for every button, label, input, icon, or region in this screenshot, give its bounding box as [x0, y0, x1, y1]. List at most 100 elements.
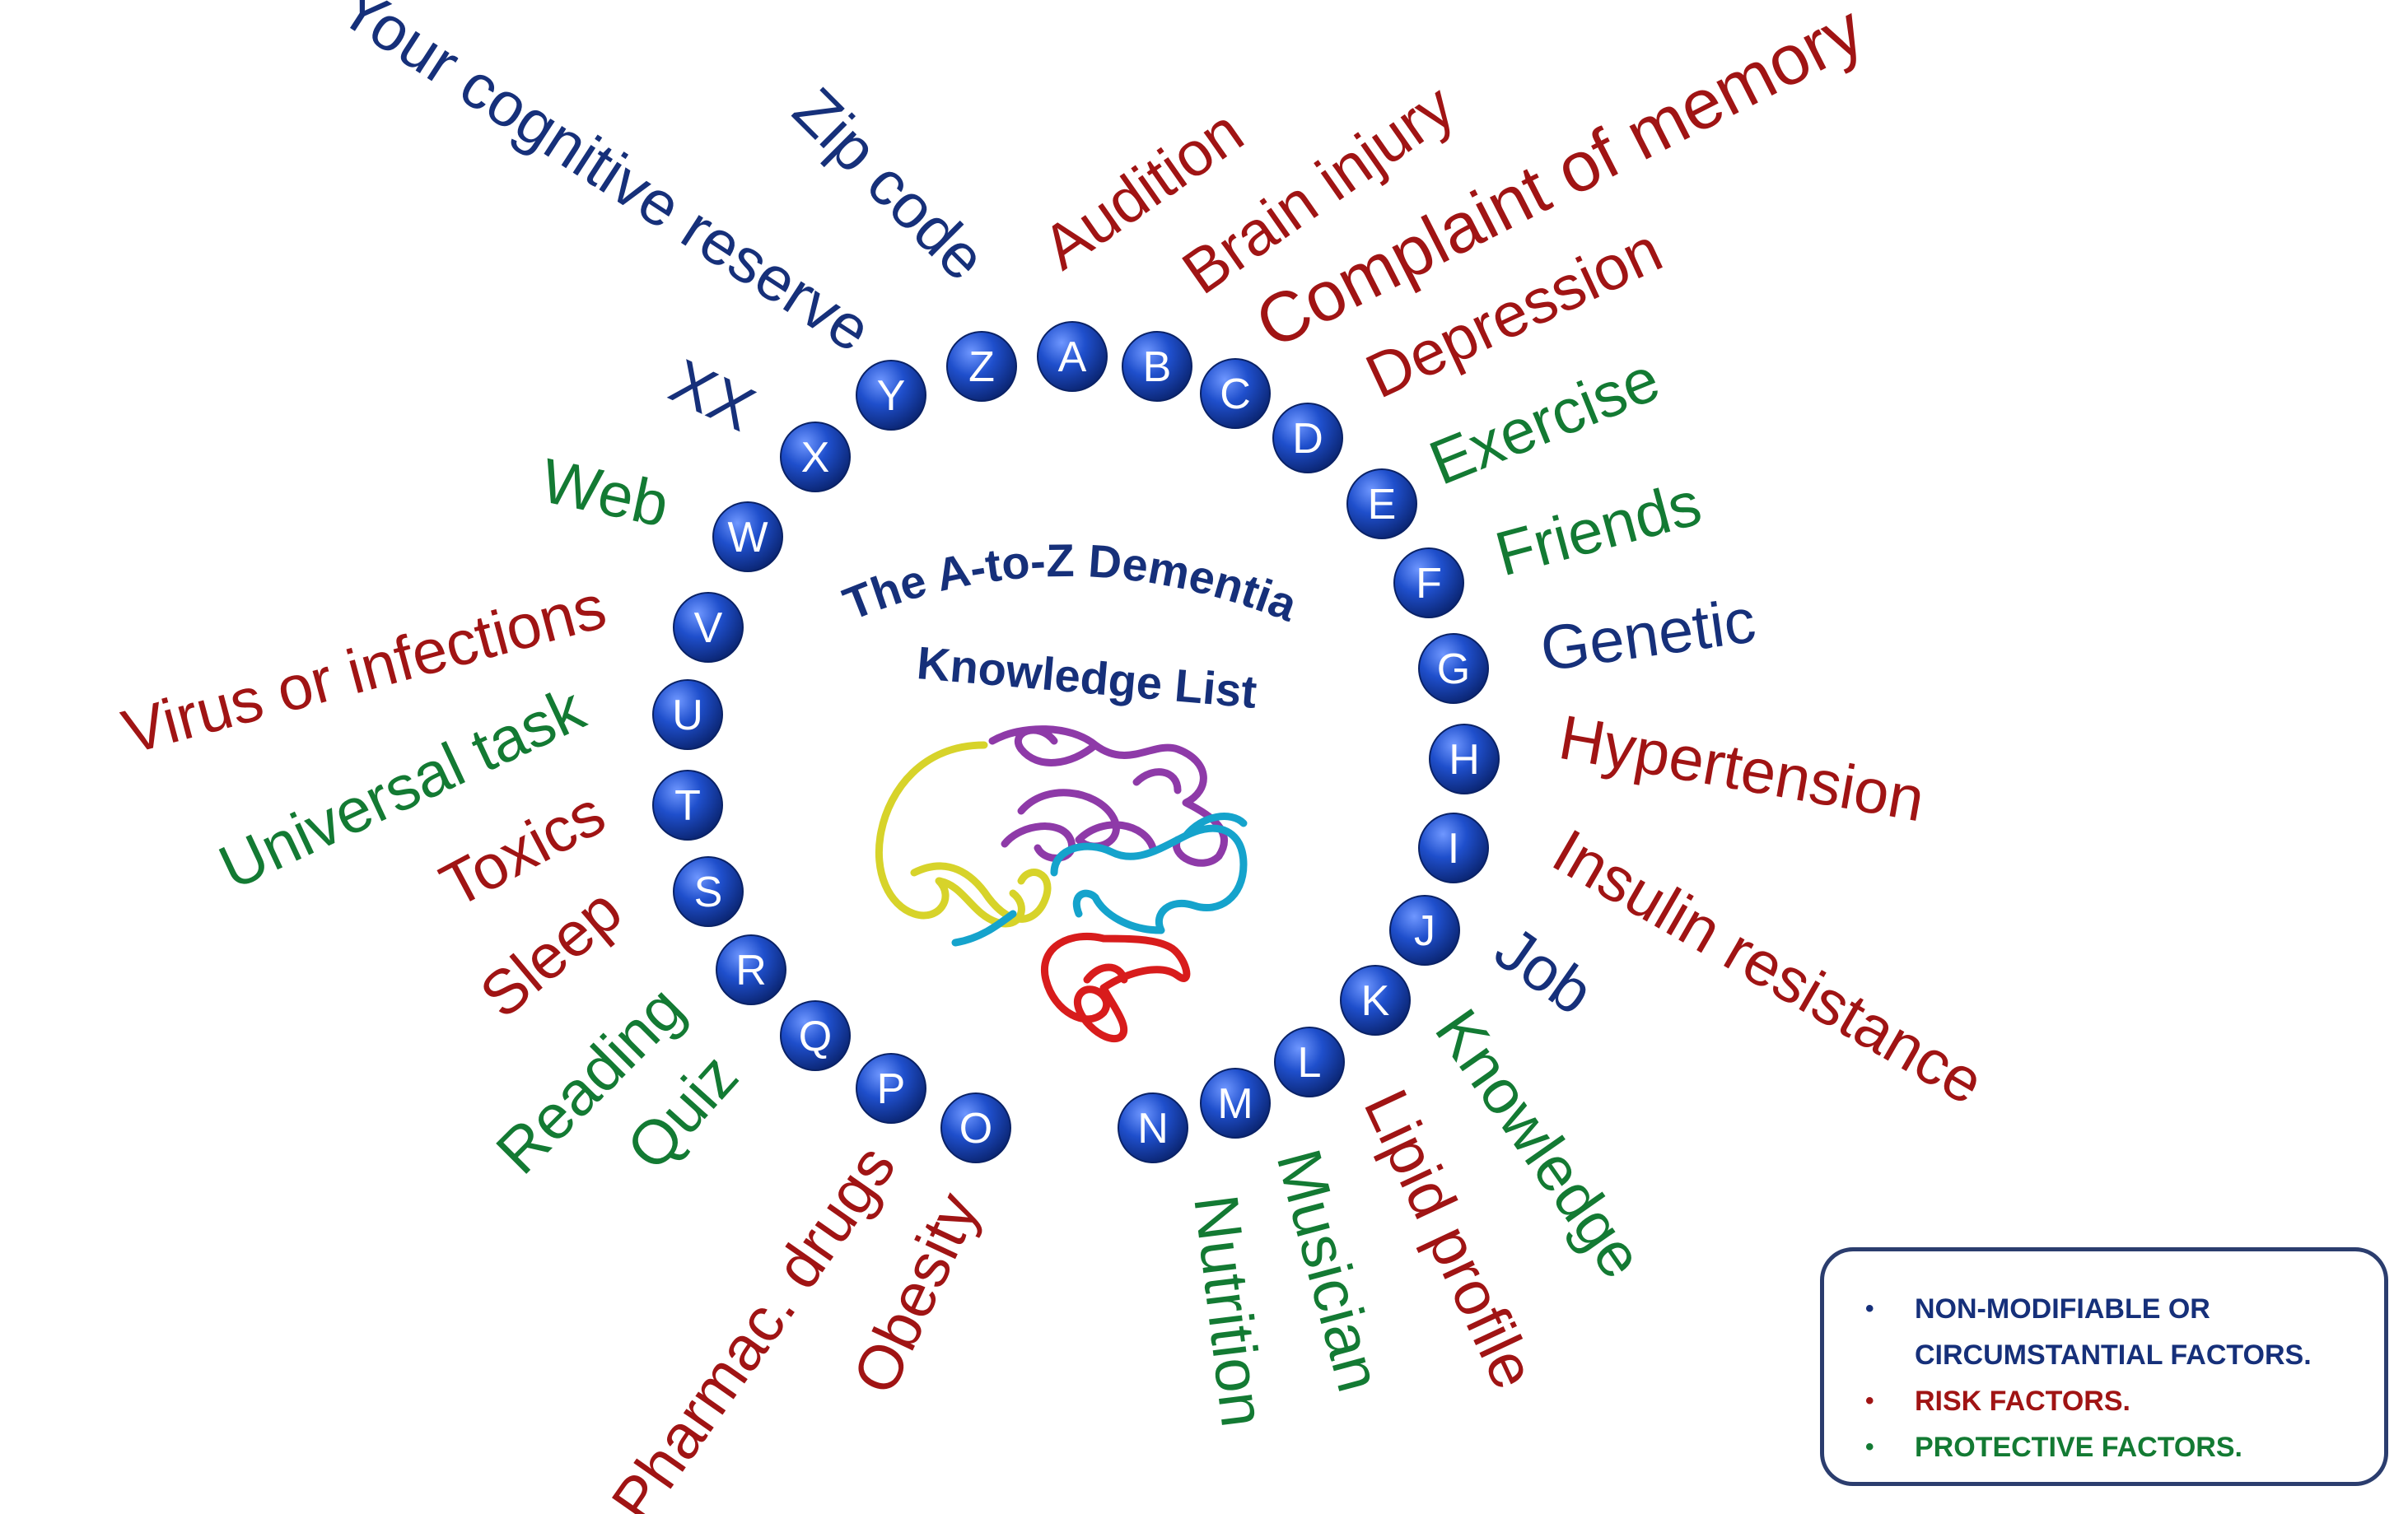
letter-bead-h: H	[1429, 724, 1500, 794]
bead-circle	[1418, 813, 1489, 883]
diagram-title-line1: The A-to-Z Dementia	[836, 534, 1304, 631]
brain-stroke	[1041, 932, 1191, 1043]
letter-bead-p: P	[856, 1053, 926, 1124]
bead-letter: E	[1368, 481, 1397, 529]
bead-circle	[940, 1092, 1011, 1163]
bead-letter: W	[727, 514, 768, 561]
brain-stroke	[1083, 963, 1128, 984]
letter-bead-x: X	[780, 422, 851, 492]
letter-bead-q: Q	[780, 1000, 851, 1071]
letter-bead-u: U	[652, 679, 723, 750]
bead-letter: C	[1220, 370, 1251, 418]
legend-item-protective: • PROTECTIVE FACTORS.	[1865, 1424, 2368, 1470]
factor-term-j: Job	[1482, 913, 1605, 1028]
letter-bead-d: D	[1272, 403, 1343, 473]
bead-circle	[1037, 321, 1108, 392]
factor-term-i: Insulin resistance	[1542, 816, 1995, 1118]
factor-term-m: Musician	[1263, 1142, 1395, 1399]
bead-letter: V	[694, 604, 723, 652]
bead-letter: T	[674, 782, 701, 830]
bead-circle	[712, 501, 783, 572]
letter-bead-t: T	[652, 770, 723, 841]
factor-term-w: Web	[535, 445, 674, 540]
legend-item-risk: • RISK FACTORS.	[1865, 1378, 2368, 1424]
brain-stroke	[875, 741, 1025, 928]
letter-bead-n: N	[1118, 1092, 1188, 1163]
factor-term-n: Nutrition	[1180, 1191, 1278, 1431]
bead-letter: N	[1137, 1105, 1169, 1153]
bead-circle	[1429, 724, 1500, 794]
letter-bead-r: R	[716, 934, 786, 1005]
brain-stroke	[988, 725, 1228, 867]
factor-term-f: Friends	[1488, 468, 1708, 590]
bead-letter: Y	[877, 372, 906, 420]
bead-circle	[856, 360, 926, 431]
brain-stroke	[1001, 768, 1182, 862]
bead-letter: M	[1217, 1080, 1253, 1128]
bead-letter: I	[1448, 825, 1459, 873]
bead-letter: H	[1449, 736, 1480, 784]
letter-bead-v: V	[673, 592, 744, 663]
bead-letter: R	[735, 947, 767, 995]
bead-letter: G	[1437, 645, 1470, 693]
letter-bead-m: M	[1200, 1068, 1271, 1139]
legend-label-line1: NON-MODIFIABLE OR	[1915, 1293, 2210, 1325]
letter-bead-o: O	[940, 1092, 1011, 1163]
legend-box: • NON-MODIFIABLE OR CIRCUMSTANTIAL FACTO…	[1820, 1247, 2388, 1486]
legend-bullet: •	[1865, 1387, 1874, 1414]
bead-letter: P	[877, 1065, 906, 1113]
factor-term-h: Hypertension	[1554, 702, 1930, 835]
bead-letter: S	[694, 869, 723, 916]
bead-letter: B	[1143, 343, 1172, 391]
legend-label: PROTECTIVE FACTORS.	[1915, 1432, 2242, 1463]
bead-letter: X	[801, 434, 830, 482]
legend-bullet: •	[1865, 1295, 1874, 1322]
letter-bead-k: K	[1340, 965, 1411, 1036]
bead-circle	[1200, 358, 1271, 429]
brain-stroke	[910, 862, 1052, 923]
bead-circle	[652, 770, 723, 841]
bead-circle	[780, 1000, 851, 1071]
bead-circle	[1346, 468, 1417, 539]
factor-term-p: Pharmac. drugs	[599, 1133, 909, 1514]
bead-circle	[1200, 1068, 1271, 1139]
bead-letter: F	[1416, 560, 1442, 608]
bead-circle	[1340, 965, 1411, 1036]
letter-bead-e: E	[1346, 468, 1417, 539]
bead-circle	[652, 679, 723, 750]
bead-letter: U	[672, 692, 703, 739]
bead-letter: O	[959, 1105, 992, 1153]
letter-bead-i: I	[1418, 813, 1489, 883]
bead-letter: L	[1298, 1039, 1322, 1087]
bead-circle	[946, 331, 1017, 402]
bead-circle	[1418, 633, 1489, 704]
bead-circle	[673, 592, 744, 663]
letter-bead-c: C	[1200, 358, 1271, 429]
brain-stroke	[951, 910, 1017, 947]
letter-bead-g: G	[1418, 633, 1489, 704]
bead-letter: Z	[968, 343, 995, 391]
factor-term-g: Genetic	[1537, 585, 1760, 685]
factor-term-x: XX	[660, 347, 765, 445]
bead-circle	[1393, 547, 1464, 618]
bead-letter: K	[1361, 977, 1390, 1025]
letter-bead-f: F	[1393, 547, 1464, 618]
letter-bead-y: Y	[856, 360, 926, 431]
letter-bead-b: B	[1122, 331, 1192, 402]
letter-bead-s: S	[673, 856, 744, 927]
bead-circle	[673, 856, 744, 927]
bead-letter: J	[1414, 907, 1435, 955]
bead-letter: D	[1292, 415, 1323, 463]
bead-circle	[1118, 1092, 1188, 1163]
bead-circle	[1389, 895, 1460, 966]
bead-circle	[780, 422, 851, 492]
letter-bead-j: J	[1389, 895, 1460, 966]
bead-letter: Q	[799, 1013, 832, 1060]
bead-letter: A	[1058, 333, 1087, 381]
diagram-title-line2: Knowledge List	[915, 636, 1259, 718]
legend-bullet: •	[1865, 1433, 1874, 1460]
legend-item-nonmodifiable: • NON-MODIFIABLE OR CIRCUMSTANTIAL FACTO…	[1865, 1286, 2368, 1378]
brain-scribble-icon	[875, 725, 1248, 1043]
